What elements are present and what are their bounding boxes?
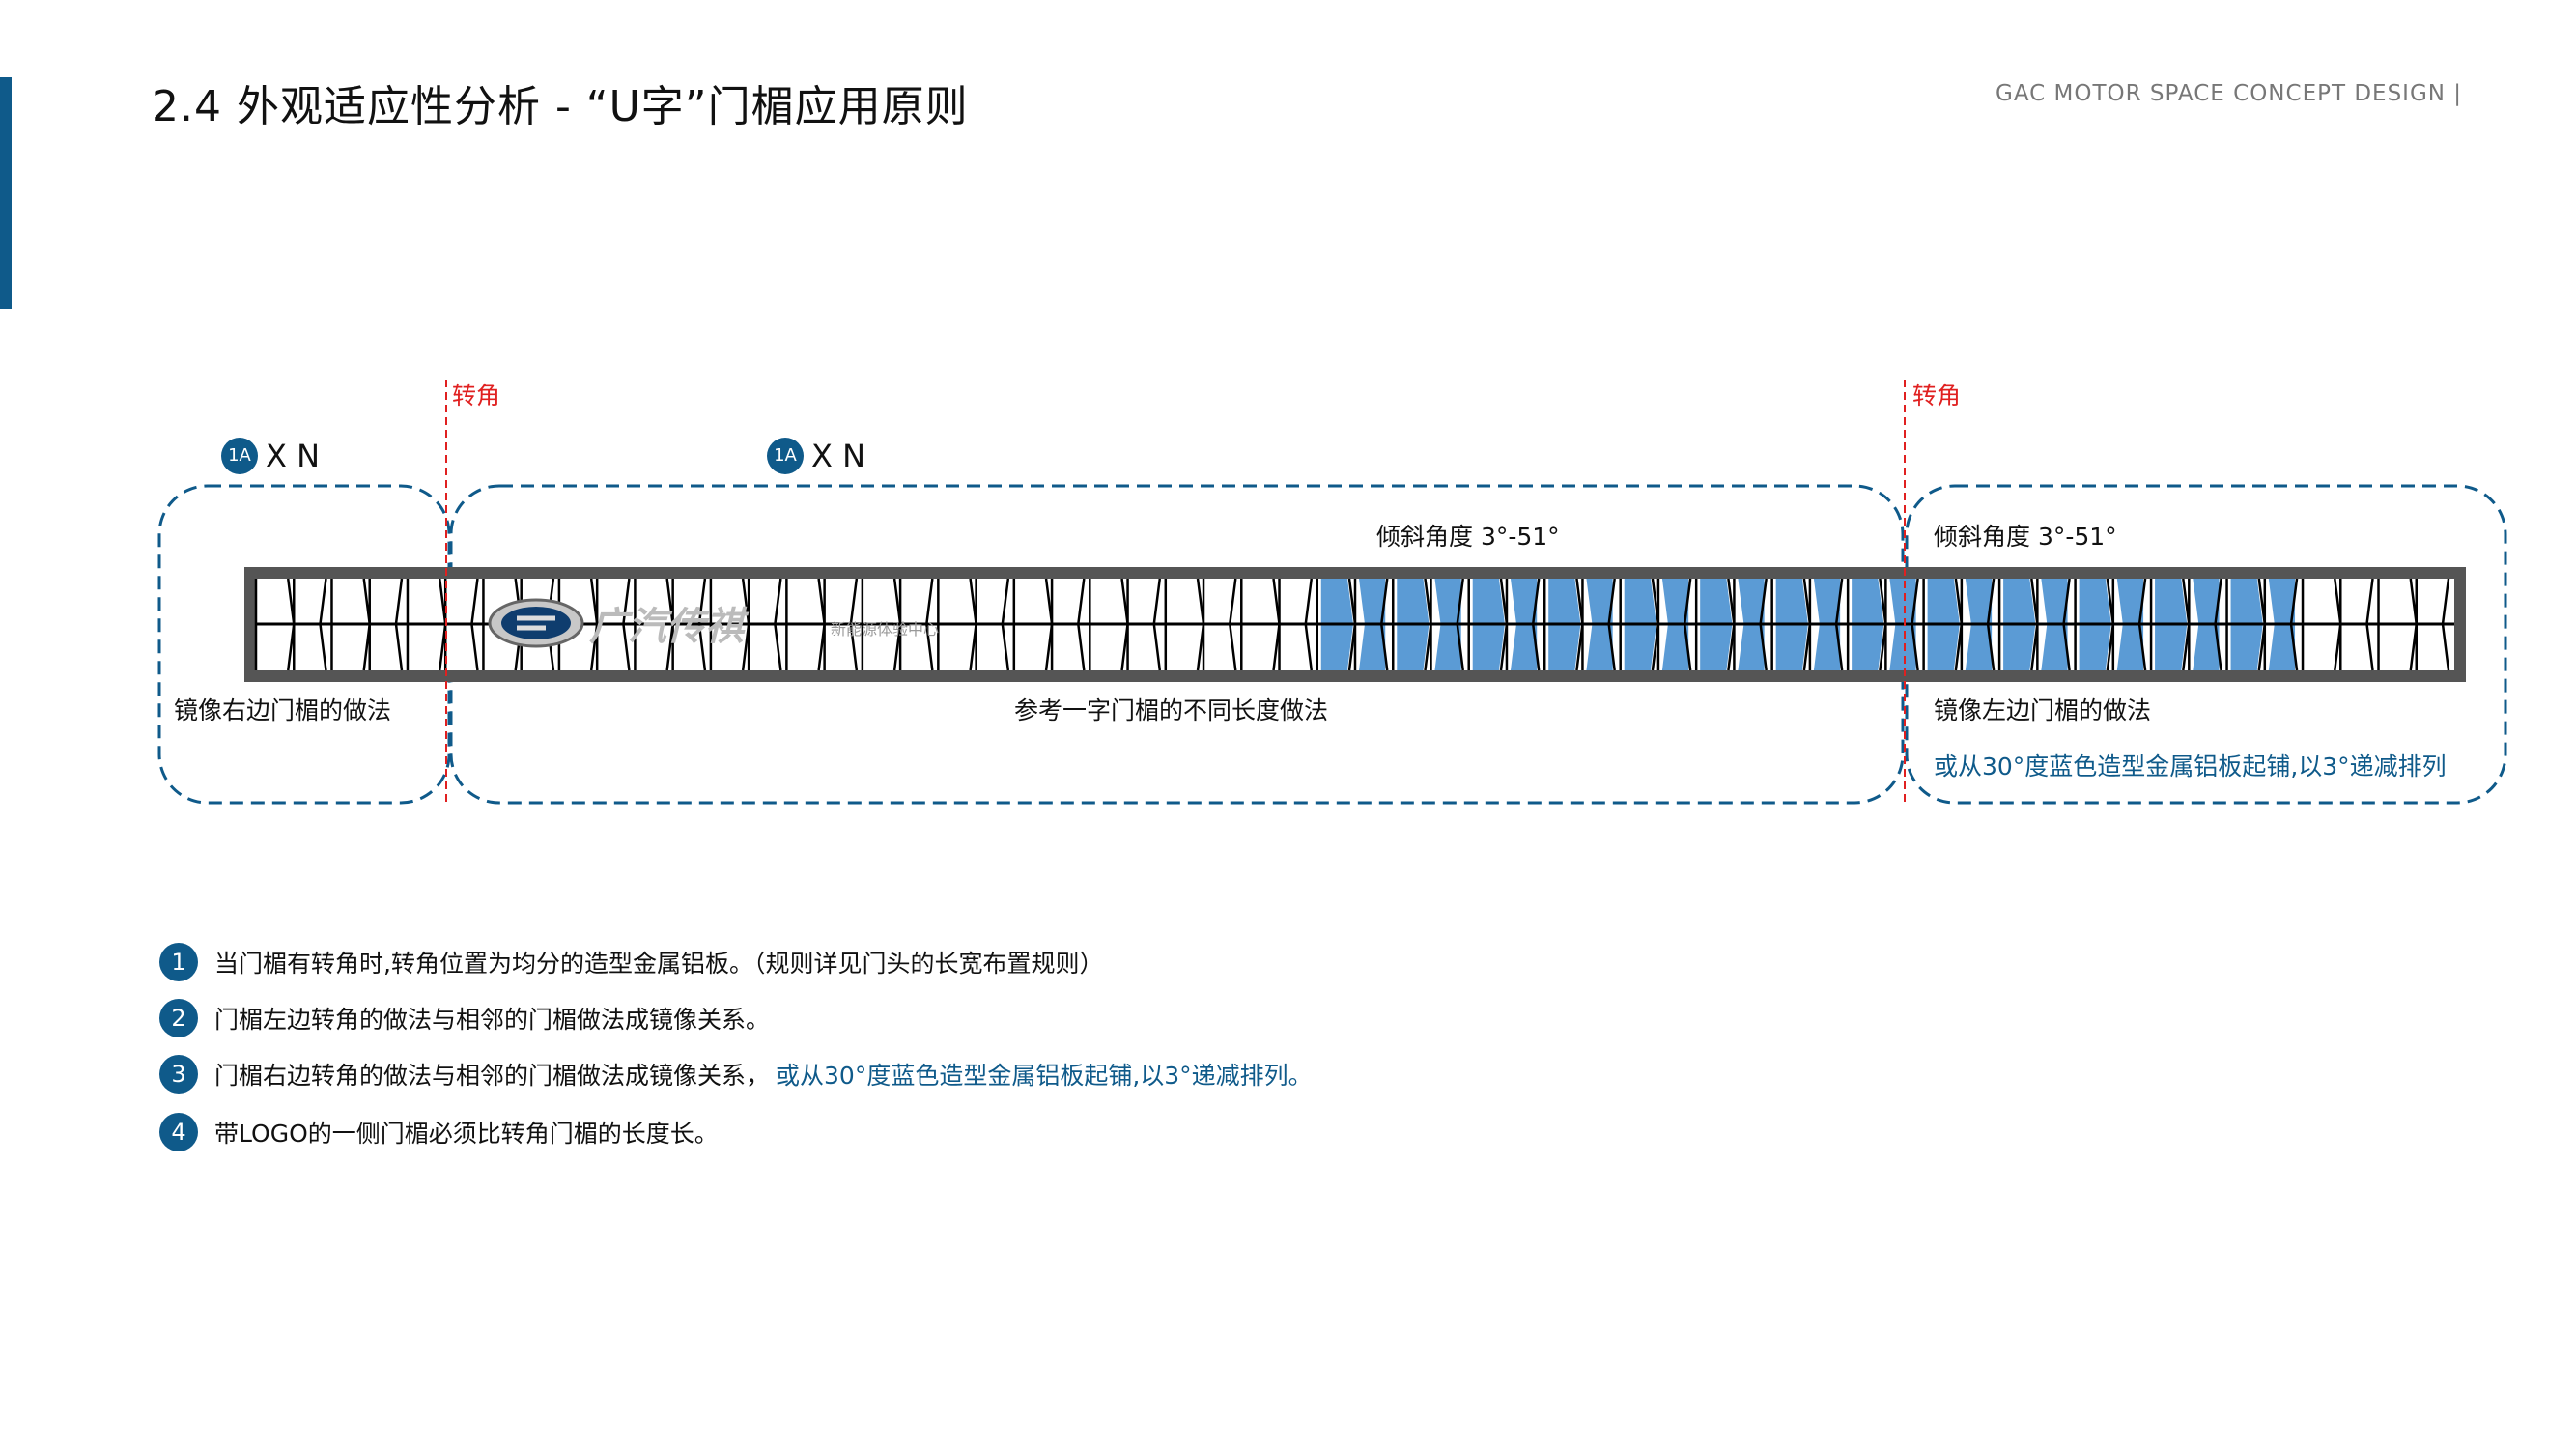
rule-highlight: 或从30°度蓝色造型金属铝板起铺,以3°递减排列。 xyxy=(776,1062,1313,1090)
right-caption: 镜像左边门楣的做法 xyxy=(1934,696,2152,724)
rule-text: 当门楣有转角时,转角位置为均分的造型金属铝板。（规则详见门头的长宽布置规则） xyxy=(214,950,1104,978)
logo-subtext: 新能源体验中心 xyxy=(831,620,939,639)
accent-side-bar xyxy=(0,77,12,309)
rule-text: 门楣右边转角的做法与相邻的门楣做法成镜像关系， xyxy=(214,1062,771,1090)
rule-item: 2 门楣左边转角的做法与相邻的门楣做法成镜像关系。 xyxy=(159,999,770,1037)
rule-text: 带LOGO的一侧门楣必须比转角门楣的长度长。 xyxy=(214,1120,719,1148)
rule-item: 4 带LOGO的一侧门楣必须比转角门楣的长度长。 xyxy=(159,1113,719,1151)
lintel-bar xyxy=(244,567,2466,682)
page-title: 2.4 外观适应性分析 - “U字”门楣应用原则 xyxy=(152,82,969,131)
unit-badge: 1A xyxy=(221,438,258,474)
unit-badge: 1A xyxy=(767,438,804,474)
left-corner-zone xyxy=(157,484,451,805)
brand-logo: 广汽传祺 新能源体验中心 xyxy=(488,598,939,649)
corner-label-right: 转角 xyxy=(1912,382,1962,410)
corner-label-left: 转角 xyxy=(452,382,501,410)
rule-number: 1 xyxy=(159,943,198,981)
left-caption: 镜像右边门楣的做法 xyxy=(174,696,392,724)
rule-number: 4 xyxy=(159,1113,198,1151)
rule-item: 1 当门楣有转角时,转角位置为均分的造型金属铝板。（规则详见门头的长宽布置规则） xyxy=(159,943,1103,981)
brand-tagline: GAC MOTOR SPACE CONCEPT DESIGN | xyxy=(1996,81,2463,106)
rule-item: 3 门楣右边转角的做法与相邻的门楣做法成镜像关系， 或从30°度蓝色造型金属铝板… xyxy=(159,1055,1313,1094)
tilt-label-right: 倾斜角度 3°-51° xyxy=(1934,523,2117,551)
unit-multiplier: X N xyxy=(811,438,866,474)
tilt-label-middle: 倾斜角度 3°-51° xyxy=(1376,523,1560,551)
middle-caption: 参考一字门楣的不同长度做法 xyxy=(1014,696,1329,724)
rule-number: 3 xyxy=(159,1055,198,1094)
logo-text: 广汽传祺 xyxy=(589,605,750,649)
rule-text: 门楣左边转角的做法与相邻的门楣做法成镜像关系。 xyxy=(214,1006,771,1034)
right-note: 或从30°度蓝色造型金属铝板起铺,以3°递减排列 xyxy=(1934,753,2447,781)
unit-multiplier: X N xyxy=(266,438,321,474)
rule-number: 2 xyxy=(159,999,198,1037)
